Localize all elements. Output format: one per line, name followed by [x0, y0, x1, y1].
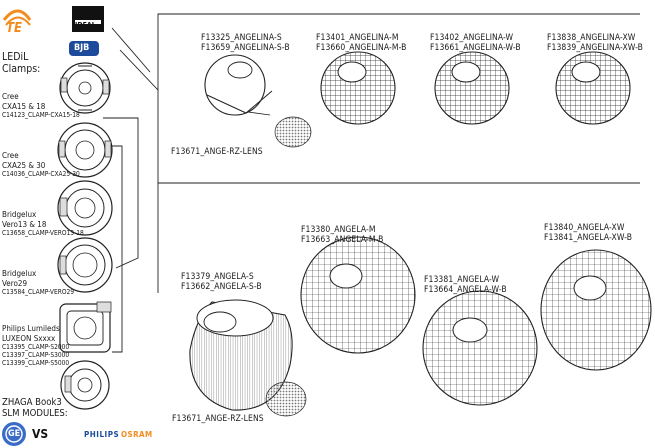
ideal-logo-text: IDEAL: [75, 21, 96, 29]
osram-logo-text: OSRAM: [121, 430, 153, 439]
sidebar-title-2: Clamps:: [2, 63, 41, 75]
reflector-angelina-xw: [555, 51, 631, 125]
connector-lines: [103, 13, 640, 353]
lens-angelina: [274, 116, 312, 148]
reflector-angelina-s: [204, 54, 273, 116]
clamp-label-vero29: Bridgelux Vero29 C13584_CLAMP-VERO29: [2, 269, 75, 296]
clamp-label-vero13-18: Bridgelux Vero13 & 18 C13658_CLAMP-VERO1…: [2, 210, 84, 237]
connector-ideal: [111, 27, 151, 73]
label-angelina-lens: F13671_ANGE-RZ-LENS: [171, 147, 263, 157]
bjb-logo-text: BJB: [74, 43, 90, 53]
ge-logo: [2, 422, 26, 446]
reflector-angela-m: [300, 236, 416, 354]
clamp-vero29: [57, 237, 113, 293]
clamp-cxa15-18: [59, 62, 111, 114]
connector-top: [119, 13, 640, 92]
ge-logo-text: GE: [8, 429, 21, 439]
clamp-label-luxeon: Philips Lumileds LUXEON Sxxxx C13395_CLA…: [2, 324, 70, 367]
reflector-angelina-w: [434, 51, 510, 125]
philips-logo-text: PHILIPS: [84, 430, 120, 439]
te-logo: [2, 9, 32, 26]
label-angela-lens: F13671_ANGE-RZ-LENS: [172, 414, 264, 424]
clamp-label-cxa15-18: Cree CXA15 & 18 C14123_CLAMP-CXA15-18: [2, 92, 80, 119]
lens-angela: [265, 381, 307, 417]
clamp-label-cxa25-30: Cree CXA25 & 30 C14036_CLAMP-CXA25-30: [2, 151, 80, 178]
clamp-vero13-18: [57, 180, 113, 236]
reflector-angela-xw: [540, 249, 652, 371]
bjb-logo: [69, 41, 99, 56]
zhaga-label-2: SLM MODULES:: [2, 408, 68, 419]
clamp-zhaga: [60, 360, 110, 410]
zhaga-label-1: ZHAGA Book3: [2, 397, 62, 408]
clamp-cxa25-30: [57, 122, 113, 178]
reflector-angela-s: [189, 299, 293, 411]
vs-logo-text: VS: [32, 427, 49, 441]
sidebar-title-1: LEDiL: [2, 51, 29, 63]
reflector-angela-w: [422, 290, 538, 406]
connector-lower-clamps: [106, 145, 123, 353]
connector-upper-clamps: [103, 117, 139, 269]
vs-logo: [32, 427, 52, 441]
clamp-luxeon: [59, 301, 112, 353]
reflector-angelina-m: [320, 51, 396, 125]
te-logo-text: TE: [6, 21, 22, 36]
ideal-logo: [72, 6, 104, 32]
